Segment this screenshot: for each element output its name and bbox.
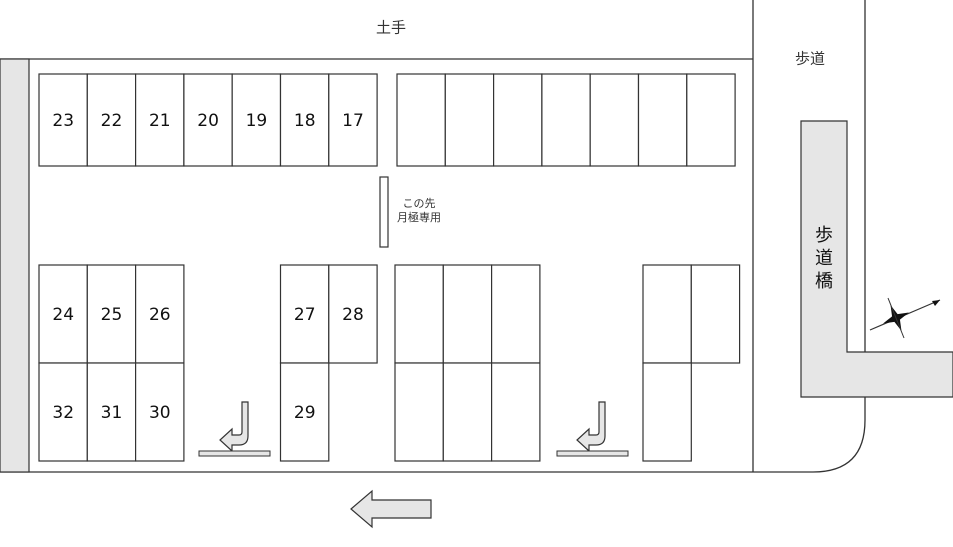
footbridge-label-3: 橋 <box>815 271 833 292</box>
turn-arrow-icon <box>556 401 629 457</box>
stall-monthly <box>637 73 688 167</box>
stall-30 <box>135 362 185 462</box>
direction-arrow-icon <box>350 489 432 529</box>
stall-label-18: 18 <box>294 111 316 131</box>
notice-line-2: 月極専用 <box>397 210 441 224</box>
stall-22 <box>86 73 137 167</box>
stall-label-28: 28 <box>342 305 364 325</box>
stall-17 <box>328 73 378 167</box>
stall-monthly <box>394 362 444 462</box>
stall-label-21: 21 <box>149 111 171 131</box>
stall-label-20: 20 <box>197 111 219 131</box>
embankment-label: 土手 <box>376 19 406 37</box>
stall-29 <box>279 362 330 462</box>
stall-monthly <box>444 73 495 167</box>
divider-post <box>379 176 389 248</box>
stall-label-22: 22 <box>101 111 123 131</box>
stall-label-24: 24 <box>52 305 74 325</box>
stall-label-29: 29 <box>294 403 316 423</box>
stall-monthly <box>642 264 692 364</box>
stall-19 <box>231 73 282 167</box>
stall-monthly <box>396 73 446 167</box>
stall-18 <box>279 73 330 167</box>
stall-monthly <box>491 362 541 462</box>
stall-label-31: 31 <box>101 403 123 423</box>
left-wall <box>0 58 30 473</box>
stall-monthly <box>589 73 640 167</box>
stall-28 <box>328 264 378 364</box>
lot-boundary <box>0 0 866 473</box>
stall-row-top-left: 23 22 21 20 19 18 17 <box>38 73 378 167</box>
stall-label-23: 23 <box>52 111 74 131</box>
stall-23 <box>38 73 88 167</box>
stall-monthly <box>642 362 692 462</box>
stall-21 <box>135 73 185 167</box>
stall-monthly <box>442 264 493 364</box>
stall-label-19: 19 <box>246 111 268 131</box>
stall-label-27: 27 <box>294 305 316 325</box>
stall-row-top-right <box>396 73 736 167</box>
footbridge-label-1: 歩 <box>815 225 833 246</box>
stall-label-26: 26 <box>149 305 171 325</box>
footbridge <box>800 120 953 398</box>
compass-icon <box>869 297 941 339</box>
footbridge-label-2: 道 <box>815 248 833 269</box>
turn-arrow-icon <box>198 401 271 457</box>
notice-line-1: この先 <box>403 197 436 210</box>
stall-monthly <box>491 264 541 364</box>
stall-monthly <box>690 264 741 364</box>
stall-27 <box>279 264 330 364</box>
stall-32 <box>38 362 88 462</box>
stall-monthly <box>541 73 591 167</box>
stall-block-d <box>642 264 741 462</box>
stall-label-17: 17 <box>342 111 364 131</box>
stall-label-30: 30 <box>149 403 171 423</box>
stall-label-32: 32 <box>52 403 74 423</box>
stall-block-b: 27 28 29 <box>279 264 378 462</box>
stall-monthly <box>394 264 444 364</box>
stall-label-25: 25 <box>101 305 123 325</box>
sidewalk-label: 歩道 <box>795 50 825 68</box>
stall-monthly <box>493 73 543 167</box>
stall-26 <box>135 264 185 364</box>
stall-monthly <box>442 362 493 462</box>
stall-block-c <box>394 264 541 462</box>
stall-block-a: 24 25 26 32 31 30 <box>38 264 185 462</box>
stall-monthly <box>686 73 736 167</box>
